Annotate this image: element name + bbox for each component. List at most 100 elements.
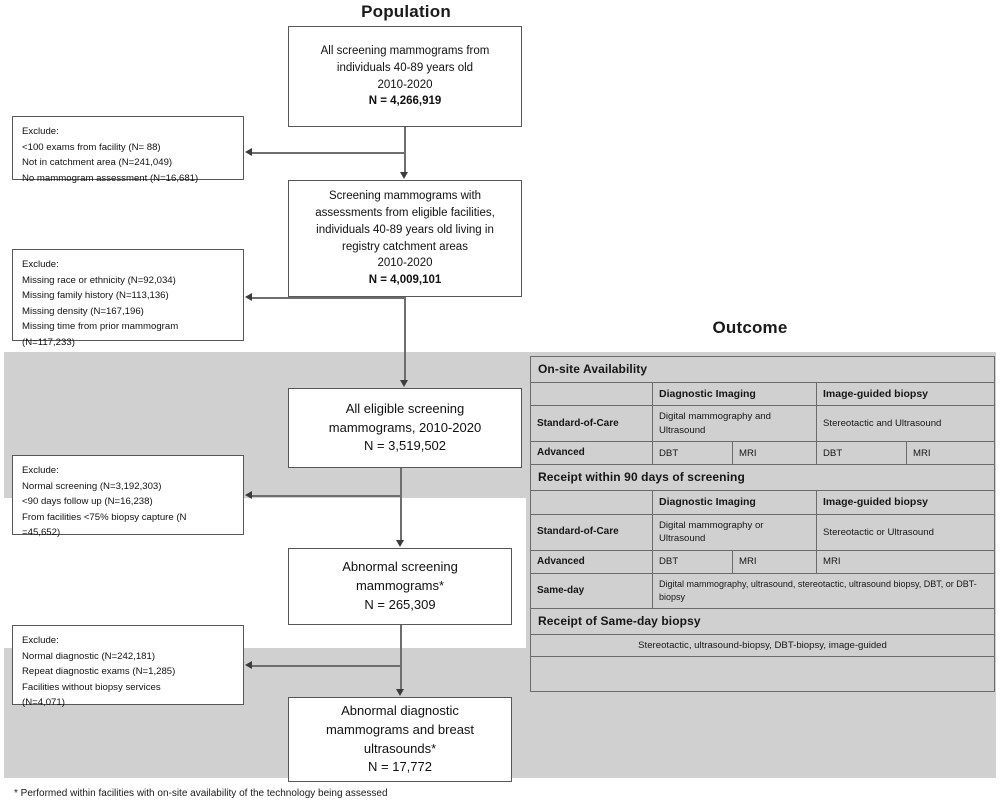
abnormal-diagnostic-line-1: Abnormal diagnostic	[341, 702, 459, 718]
table-row-section1-advanced: Advanced DBT MRI DBT MRI	[530, 441, 995, 466]
exclusion-1-title: Exclude:	[22, 126, 59, 137]
connector-exclusion-2	[252, 297, 404, 299]
connector-pop-to-screening	[404, 127, 406, 173]
arrow-exclusion-2	[245, 292, 252, 301]
screening-line-3: individuals 40-89 years old living in	[316, 223, 494, 236]
population-line-1: All screening mammograms from	[320, 45, 490, 58]
exclusion-3-title: Exclude:	[22, 465, 59, 476]
section1-soc-label: Standard-of-Care	[530, 405, 653, 443]
section2-sameday-value: Digital mammography, ultrasound, stereot…	[652, 572, 995, 609]
section1-advanced-biopsy-a: DBT	[816, 441, 907, 466]
section1-advanced-diagnostic-a: DBT	[652, 441, 733, 466]
section2-advanced-biopsy: MRI	[816, 549, 995, 574]
table-row-section2-soc: Standard-of-Care Digital mammography or …	[530, 513, 995, 551]
section1-soc-biopsy: Stereotactic and Ultrasound	[816, 405, 995, 443]
screening-line-4: registry catchment areas	[342, 240, 468, 253]
flow-box-abnormal-screening: Abnormal screening mammograms* N = 265,3…	[288, 548, 512, 625]
arrow-exclusion-3	[245, 490, 252, 499]
exclusion-4-line-2: Repeat diagnostic exams (N=1,285)	[22, 666, 176, 678]
exclusion-3-line-4: =45,652)	[22, 527, 61, 539]
table-row-section2-colheaders: Diagnostic Imaging Image-guided biopsy	[530, 490, 995, 515]
arrow-exclusion-1	[245, 147, 252, 156]
screening-count: N = 4,009,101	[368, 273, 442, 286]
section2-soc-diagnostic: Digital mammography or Ultrasound	[652, 513, 817, 551]
table-row-section1-soc: Standard-of-Care Digital mammography and…	[530, 405, 995, 443]
screening-line-2: assessments from eligible facilities,	[315, 207, 495, 220]
connector-eligible-to-abnormal	[400, 468, 402, 541]
exclusion-1-line-2: Not in catchment area (N=241,049)	[22, 157, 173, 169]
eligible-line-2: mammograms, 2010-2020	[328, 419, 482, 435]
abnormal-diagnostic-line-3: ultrasounds*	[363, 740, 437, 756]
population-heading: Population	[361, 2, 451, 21]
table-spacer-cell	[530, 655, 995, 692]
eligible-count: N = 3,519,502	[363, 438, 447, 454]
population-line-2: individuals 40-89 years old	[336, 61, 474, 74]
connector-exclusion-1	[252, 152, 404, 154]
outcome-table: On-site Availability Diagnostic Imaging …	[530, 356, 995, 692]
table-row-section3-title: Receipt of Same-day biopsy	[530, 607, 995, 635]
table-row-section1-colheaders: Diagnostic Imaging Image-guided biopsy	[530, 381, 995, 407]
abnormal-screening-line-2: mammograms*	[355, 578, 445, 594]
section1-soc-diagnostic: Digital mammography and Ultrasound	[652, 405, 817, 443]
screening-line-5: 2010-2020	[377, 257, 433, 270]
flow-box-abnormal-diagnostic: Abnormal diagnostic mammograms and breas…	[288, 697, 512, 782]
exclusion-4-line-4: (N=4,071)	[22, 697, 65, 709]
exclusion-4-line-3: Facilities without biopsy services	[22, 681, 161, 693]
section3-title: Receipt of Same-day biopsy	[530, 607, 995, 635]
footnote: * Performed within facilities with on-si…	[14, 788, 388, 799]
abnormal-diagnostic-line-2: mammograms and breast	[325, 721, 475, 737]
section2-col-diagnostic: Diagnostic Imaging	[652, 490, 817, 515]
section1-advanced-label: Advanced	[530, 441, 653, 466]
table-row-section2-sameday: Same-day Digital mammography, ultrasound…	[530, 572, 995, 609]
connector-exclusion-3	[252, 495, 401, 497]
exclusion-2-line-1: Missing race or ethnicity (N=92,034)	[22, 274, 176, 286]
exclusion-1-line-1: <100 exams from facility (N= 88)	[22, 141, 161, 153]
exclusion-4-line-1: Normal diagnostic (N=242,181)	[22, 650, 156, 662]
arrow-screening-to-eligible	[399, 380, 408, 387]
section1-title: On-site Availability	[530, 356, 995, 383]
table-row-section1-title: On-site Availability	[530, 356, 995, 383]
arrow-exclusion-4	[245, 660, 252, 669]
section2-title: Receipt within 90 days of screening	[530, 464, 995, 492]
exclusion-2-line-3: Missing density (N=167,196)	[22, 305, 144, 317]
section1-col-blank	[530, 381, 653, 407]
section1-advanced-biopsy-b: MRI	[906, 441, 995, 466]
connector-screening-to-eligible	[404, 297, 406, 381]
arrow-abnormal-to-diagnostic	[395, 689, 404, 696]
section2-col-blank	[530, 490, 653, 515]
population-count: N = 4,266,919	[368, 95, 442, 108]
abnormal-screening-count: N = 265,309	[364, 596, 436, 612]
table-row-section2-title: Receipt within 90 days of screening	[530, 464, 995, 492]
exclusion-box-4: Exclude: Normal diagnostic (N=242,181) R…	[12, 625, 244, 708]
exclusion-box-3: Exclude: Normal screening (N=3,192,303) …	[12, 455, 244, 538]
section2-advanced-diagnostic-b: MRI	[732, 549, 817, 574]
section2-advanced-diagnostic-a: DBT	[652, 549, 733, 574]
abnormal-screening-line-1: Abnormal screening	[342, 559, 458, 575]
exclusion-3-line-3: From facilities <75% biopsy capture (N	[22, 511, 187, 523]
connector-exclusion-4	[252, 665, 401, 667]
arrow-pop-to-screening	[399, 172, 408, 179]
section2-col-biopsy: Image-guided biopsy	[816, 490, 995, 515]
section2-soc-label: Standard-of-Care	[530, 513, 653, 551]
section1-col-diagnostic: Diagnostic Imaging	[652, 381, 817, 407]
exclusion-box-1: Exclude: <100 exams from facility (N= 88…	[12, 116, 244, 184]
exclusion-2-line-2: Missing family history (N=113,136)	[22, 290, 169, 302]
section1-col-biopsy: Image-guided biopsy	[816, 381, 995, 407]
flow-box-population: All screening mammograms from individual…	[288, 26, 522, 127]
exclusion-2-line-5: (N=117,233)	[22, 336, 75, 348]
section3-value: Stereotactic, ultrasound-biopsy, DBT-bio…	[530, 633, 995, 657]
flow-box-screening-eligible: Screening mammograms with assessments fr…	[288, 180, 522, 297]
eligible-line-1: All eligible screening	[345, 400, 465, 416]
table-row-section3-value: Stereotactic, ultrasound-biopsy, DBT-bio…	[530, 633, 995, 657]
exclusion-2-title: Exclude:	[22, 259, 59, 270]
section2-soc-biopsy: Stereotactic or Ultrasound	[816, 513, 995, 551]
section1-advanced-diagnostic-b: MRI	[732, 441, 817, 466]
table-row-section2-advanced: Advanced DBT MRI MRI	[530, 549, 995, 574]
exclusion-3-line-1: Normal screening (N=3,192,303)	[22, 480, 162, 492]
population-line-3: 2010-2020	[377, 78, 433, 91]
exclusion-3-line-2: <90 days follow up (N=16,238)	[22, 496, 153, 508]
section2-advanced-label: Advanced	[530, 549, 653, 574]
screening-line-1: Screening mammograms with	[328, 190, 482, 203]
exclusion-4-title: Exclude:	[22, 635, 59, 646]
